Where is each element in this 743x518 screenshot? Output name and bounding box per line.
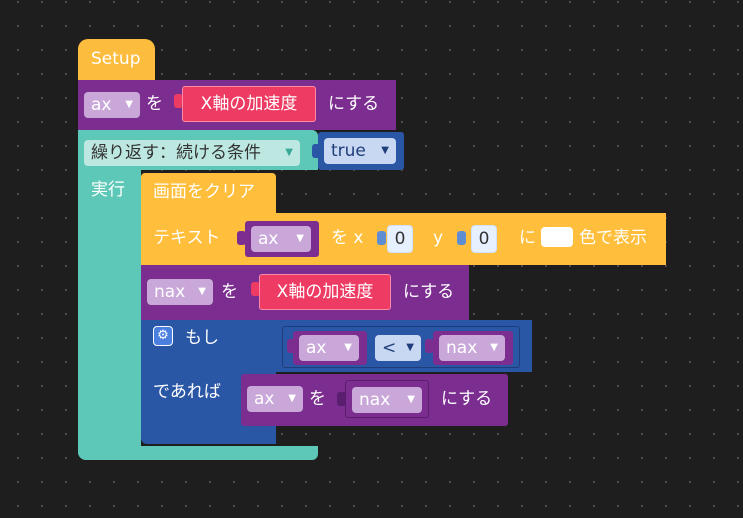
if-label: もし bbox=[185, 328, 219, 348]
inner-set-suffix: にする bbox=[441, 389, 493, 409]
puzzle-tab bbox=[237, 231, 246, 245]
text-x-label: を x bbox=[331, 228, 364, 248]
puzzle-tab bbox=[287, 339, 296, 353]
chevron-down-icon: ▼ bbox=[490, 342, 498, 353]
repeat-bottom-arm bbox=[78, 446, 318, 460]
nax-variable-dropdown[interactable]: nax▼ bbox=[352, 387, 422, 413]
text-y-label: y bbox=[433, 228, 444, 248]
chevron-down-icon: ▼ bbox=[125, 99, 133, 110]
nax-variable-dropdown[interactable]: nax▼ bbox=[147, 279, 213, 305]
set-ax-block[interactable]: ax▼ を X軸の加速度 にする bbox=[78, 80, 396, 130]
chevron-down-icon: ▼ bbox=[407, 394, 415, 405]
gear-icon[interactable]: ⚙ bbox=[153, 326, 173, 346]
text-var-block[interactable]: ax▼ bbox=[245, 221, 319, 257]
repeat-left-arm bbox=[78, 170, 141, 460]
set-nax-block[interactable]: nax▼ を X軸の加速度 にする bbox=[141, 265, 469, 320]
setup-label: Setup bbox=[91, 49, 141, 69]
ax-variable-dropdown[interactable]: ax▼ bbox=[247, 386, 303, 412]
chevron-down-icon: ▼ bbox=[406, 342, 414, 353]
inner-value-var-block[interactable]: nax▼ bbox=[345, 380, 429, 418]
x-number-input[interactable]: 0 bbox=[387, 225, 413, 253]
puzzle-tab bbox=[312, 144, 321, 158]
puzzle-tab bbox=[337, 392, 346, 406]
inner-set-wo-label: を bbox=[309, 389, 326, 409]
puzzle-tab bbox=[174, 94, 183, 108]
ax-variable-dropdown[interactable]: ax▼ bbox=[251, 226, 311, 252]
true-boolean-block[interactable]: true▼ bbox=[312, 132, 404, 170]
chevron-down-icon: ▼ bbox=[285, 147, 293, 158]
x-accel-sensor-block[interactable]: X軸の加速度 bbox=[259, 274, 391, 310]
y-number-input[interactable]: 0 bbox=[471, 225, 497, 253]
text-ni-label: に bbox=[519, 228, 536, 248]
x-accel-sensor-block[interactable]: X軸の加速度 bbox=[182, 86, 316, 122]
chevron-down-icon: ▼ bbox=[344, 342, 352, 353]
puzzle-tab bbox=[251, 282, 260, 296]
puzzle-tab bbox=[377, 231, 386, 245]
chevron-down-icon: ▼ bbox=[198, 286, 206, 297]
nax-variable-dropdown[interactable]: nax▼ bbox=[439, 335, 505, 361]
clear-screen-label: 画面をクリア bbox=[153, 182, 255, 202]
true-dropdown[interactable]: true▼ bbox=[324, 138, 396, 164]
chevron-down-icon: ▼ bbox=[381, 145, 389, 156]
compare-block[interactable]: ax▼ <▼ nax▼ bbox=[282, 326, 520, 368]
set-ax-wo-label: を bbox=[146, 94, 163, 114]
set-nax-wo-label: を bbox=[221, 282, 238, 302]
compare-left-var-block[interactable]: ax▼ bbox=[293, 331, 367, 365]
repeat-mode-dropdown[interactable]: 繰り返す：続ける条件▼ bbox=[84, 140, 300, 166]
text-suffix: 色で表示 bbox=[579, 228, 647, 248]
color-swatch[interactable] bbox=[541, 227, 573, 247]
compare-right-var-block[interactable]: nax▼ bbox=[433, 331, 513, 365]
chevron-down-icon: ▼ bbox=[288, 393, 296, 404]
text-label: テキスト bbox=[153, 228, 221, 248]
puzzle-tab bbox=[457, 231, 466, 245]
text-display-block[interactable]: テキスト ax▼ を x 0 y 0 に 色で表示 bbox=[141, 213, 666, 265]
chevron-down-icon: ▼ bbox=[296, 233, 304, 244]
set-nax-suffix: にする bbox=[403, 282, 455, 302]
clear-screen-block[interactable]: 画面をクリア bbox=[141, 173, 276, 213]
set-ax-suffix: にする bbox=[328, 94, 380, 114]
setup-block[interactable]: Setup bbox=[78, 39, 155, 83]
repeat-do-label: 実行 bbox=[91, 180, 125, 200]
ax-variable-dropdown[interactable]: ax▼ bbox=[84, 92, 140, 118]
operator-dropdown[interactable]: <▼ bbox=[375, 335, 421, 361]
puzzle-tab bbox=[425, 339, 434, 353]
ax-variable-dropdown[interactable]: ax▼ bbox=[299, 335, 359, 361]
if-then-label: であれば bbox=[153, 382, 221, 402]
inner-set-block[interactable]: ax▼ を nax▼ にする bbox=[241, 374, 508, 426]
